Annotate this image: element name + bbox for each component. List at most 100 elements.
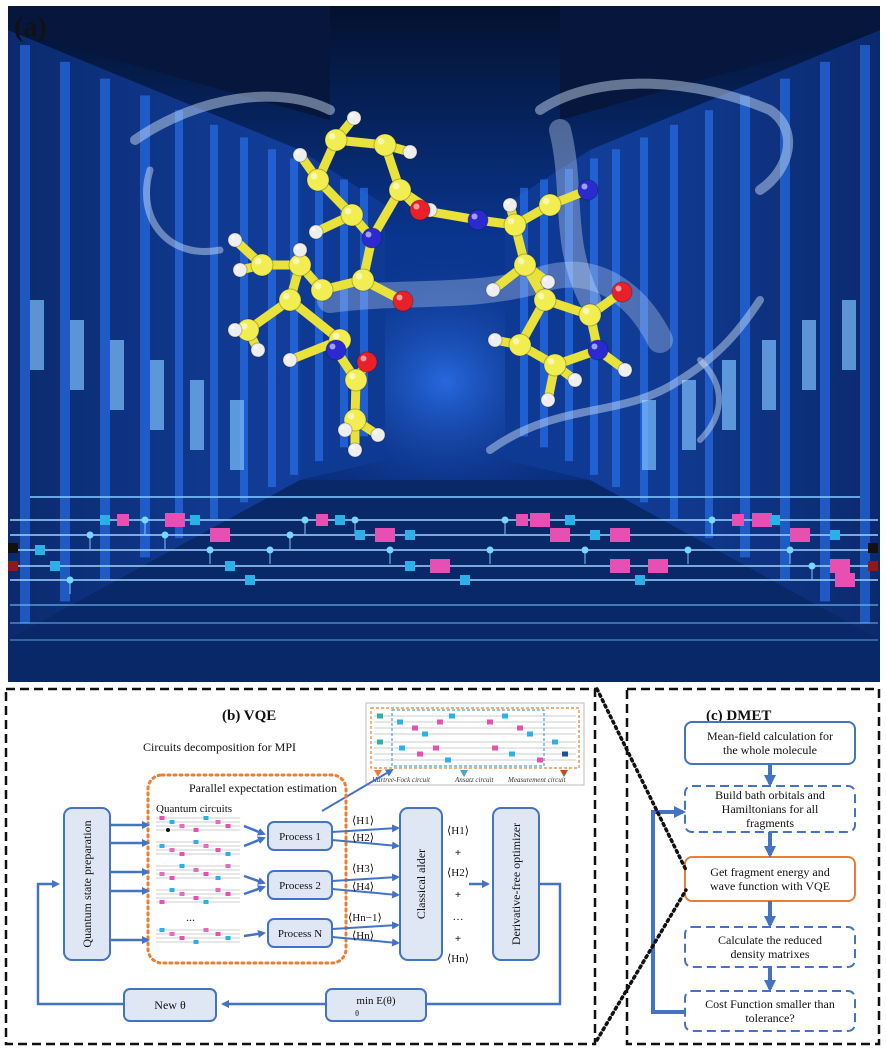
u3-gate xyxy=(610,559,630,573)
rack-light xyxy=(520,187,528,437)
rack-light xyxy=(210,124,218,519)
mini-gate xyxy=(203,900,209,904)
rack-light xyxy=(290,158,298,475)
min-energy-box: min E(θ) θ xyxy=(325,988,427,1022)
hadamard-gate xyxy=(190,515,200,525)
hadamard-gate xyxy=(405,530,415,540)
mini-gate xyxy=(225,864,231,868)
panel-a: (a) xyxy=(8,6,880,682)
u3-gate xyxy=(210,528,230,542)
hydrogen-atom xyxy=(485,282,501,298)
dmet-step-text: Mean-field calculation for xyxy=(707,729,833,743)
decomposition-arrow xyxy=(321,768,394,812)
panel-b-title: (b) VQE xyxy=(222,708,276,724)
rotation-gate xyxy=(316,514,328,526)
circuits-decomposition-label: Circuits decomposition for MPI xyxy=(143,740,296,754)
rack-light xyxy=(175,110,183,539)
svg-text:θ: θ xyxy=(355,1009,359,1018)
mini-gate xyxy=(193,896,199,900)
svg-text:Process 2: Process 2 xyxy=(279,880,321,892)
rack-light xyxy=(315,168,323,462)
svg-text:+: + xyxy=(455,933,461,945)
rack-light xyxy=(565,168,573,462)
hydrogen-atom xyxy=(502,197,518,213)
carbon-atom xyxy=(578,303,602,327)
inset-gate xyxy=(422,731,428,737)
dmet-step-text: tolerance? xyxy=(745,1011,794,1025)
rack-light xyxy=(640,137,648,503)
parallel-estimation-label: Parallel expectation estimation xyxy=(189,781,337,795)
inset-gate xyxy=(377,713,383,719)
oxygen-atom xyxy=(392,290,414,312)
expectation-arrow xyxy=(331,824,400,833)
hydrogen-atom xyxy=(337,422,353,438)
svg-text:+: + xyxy=(455,847,461,859)
inset-gate xyxy=(412,725,418,731)
nitrogen-atom xyxy=(361,227,383,249)
sum-column: ⟨H1⟩ + ⟨H2⟩ + … + ⟨Hn⟩ xyxy=(447,825,469,965)
mini-gate xyxy=(159,816,165,820)
svg-text:⟨Hn⟩: ⟨Hn⟩ xyxy=(447,953,469,965)
dmet-step-text: fragments xyxy=(746,816,794,830)
carbon-atom xyxy=(324,128,348,152)
left-server-racks xyxy=(8,6,385,640)
rack-light xyxy=(820,61,830,602)
mini-gate xyxy=(215,888,221,892)
mini-gate xyxy=(169,876,175,880)
control-dot xyxy=(501,516,509,524)
rack-light xyxy=(340,179,348,448)
expectation-arrow xyxy=(331,936,400,947)
inset-gate xyxy=(417,751,423,757)
control-dot xyxy=(141,516,149,524)
rack-light xyxy=(60,61,70,602)
mini-gate xyxy=(169,820,175,824)
svg-text:Process N: Process N xyxy=(278,928,322,940)
u3-gate xyxy=(550,528,570,542)
expectation-arrow xyxy=(331,839,400,850)
mini-gate xyxy=(225,936,231,940)
control-dot xyxy=(301,516,309,524)
control-dot xyxy=(386,546,394,554)
hydrogen-atom xyxy=(232,262,248,278)
mini-gate xyxy=(159,872,165,876)
expectation-arrow xyxy=(331,888,400,899)
quantum-circuits-label: Quantum circuits xyxy=(156,803,232,815)
u3-gate xyxy=(830,559,850,573)
svg-text:⟨H2⟩: ⟨H2⟩ xyxy=(447,867,469,879)
carbon-atom xyxy=(306,168,330,192)
quantum-circuit-strip xyxy=(8,496,878,641)
process-n: Process N xyxy=(267,918,333,948)
rotation-gate xyxy=(516,514,528,526)
control-dot xyxy=(286,531,294,539)
inset-gate xyxy=(449,713,455,719)
hydrogen-atom xyxy=(346,110,362,126)
u3-gate xyxy=(375,528,395,542)
rack-glow xyxy=(150,360,164,430)
dmet-step-text: Hamiltonians for all xyxy=(722,802,819,816)
rack-glow xyxy=(762,340,776,410)
svg-text:Process 1: Process 1 xyxy=(279,831,321,843)
mini-gate xyxy=(193,840,199,844)
u3-gate xyxy=(610,528,630,542)
hadamard-gate xyxy=(355,530,365,540)
u3-gate xyxy=(790,528,810,542)
hadamard-gate xyxy=(50,561,60,571)
measurement-label: Measurement circuit xyxy=(507,776,567,784)
process-1: Process 1 xyxy=(267,821,333,851)
expectation-arrow xyxy=(331,921,400,930)
zoom-line-bottom xyxy=(595,888,688,1042)
mini-gate xyxy=(179,852,185,856)
hadamard-gate xyxy=(225,561,235,571)
hydrogen-atom xyxy=(250,342,266,358)
process-arrow xyxy=(243,929,266,938)
hydrogen-atom xyxy=(308,224,324,240)
inset-gate xyxy=(537,757,543,763)
dmet-step-text: the whole molecule xyxy=(723,743,817,757)
classical-adder-label: Classical alder xyxy=(414,849,428,919)
control-dot xyxy=(708,516,716,524)
svg-text:min E(θ): min E(θ) xyxy=(356,995,396,1007)
control-dot xyxy=(206,546,214,554)
rack-light xyxy=(20,45,30,624)
